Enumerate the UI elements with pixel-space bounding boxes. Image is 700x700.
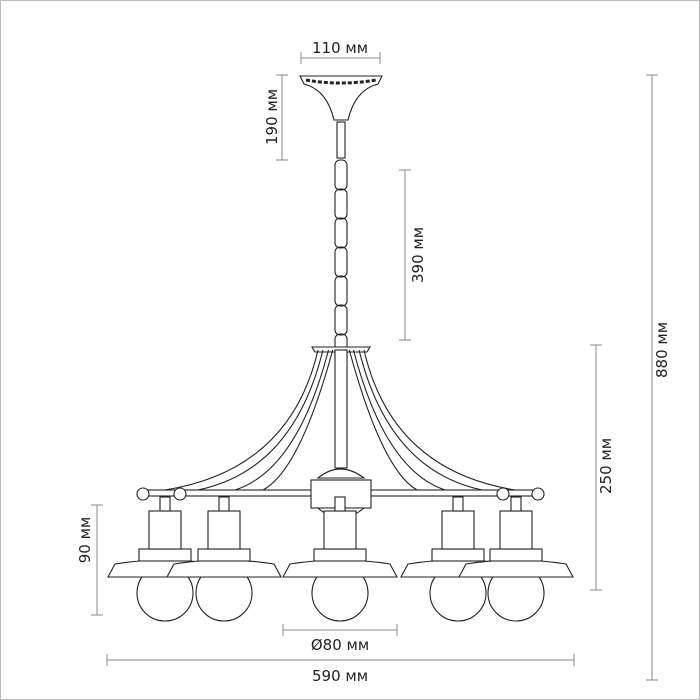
shade — [282, 559, 398, 578]
dim-total-width: 590 мм — [106, 654, 575, 685]
chain-link — [334, 275, 348, 307]
socket-neck — [510, 496, 522, 512]
socket-body — [207, 510, 241, 550]
arm-curve — [164, 349, 319, 491]
socket-base — [138, 548, 192, 562]
arm-curve — [363, 349, 516, 491]
socket-base — [197, 548, 251, 562]
shade — [166, 559, 282, 578]
dim-canopy-height-label: 190 мм — [263, 89, 281, 145]
dim-total-width-label: 590 мм — [312, 667, 368, 685]
lamp — [458, 496, 574, 622]
dim-canopy-width-label: 110 мм — [312, 39, 368, 57]
chandelier-body — [136, 346, 545, 529]
socket-base — [489, 548, 543, 562]
arm-curve — [197, 349, 324, 491]
socket-neck — [159, 496, 171, 512]
lamp — [166, 496, 282, 622]
arm-curve — [262, 349, 334, 491]
arm-curve — [352, 349, 446, 491]
dim-total-height: 880 мм — [646, 74, 671, 681]
chain-link — [334, 304, 348, 336]
dim-globe-diameter: Ø80 мм — [282, 624, 398, 654]
socket-base — [431, 548, 485, 562]
dim-shade-height-label: 90 мм — [76, 517, 94, 564]
socket-body — [499, 510, 533, 550]
socket-base — [313, 548, 367, 562]
chain — [334, 159, 348, 365]
chain-link — [334, 159, 348, 191]
dim-shade-height: 90 мм — [76, 504, 103, 616]
dim-body-height-label: 250 мм — [597, 438, 615, 494]
dim-canopy-height: 190 мм — [263, 74, 288, 161]
socket-body — [323, 510, 357, 550]
lamps — [107, 496, 574, 622]
dim-globe-diameter-label: Ø80 мм — [311, 636, 369, 654]
arm-curve — [358, 349, 483, 491]
socket-body — [441, 510, 475, 550]
lamp — [282, 496, 398, 622]
dim-chain-length: 390 мм — [399, 169, 427, 341]
dim-body-height: 250 мм — [590, 344, 615, 591]
arm-curve — [348, 349, 418, 491]
socket-neck — [452, 496, 464, 512]
socket-neck — [334, 496, 346, 512]
ceiling-canopy — [299, 75, 383, 159]
dim-chain-length-label: 390 мм — [409, 227, 427, 283]
chain-link — [334, 188, 348, 220]
dim-total-height-label: 880 мм — [653, 322, 671, 378]
chain-link — [334, 246, 348, 278]
chain-link — [334, 217, 348, 249]
dim-canopy-width: 110 мм — [300, 39, 381, 64]
shade — [458, 559, 574, 578]
socket-body — [148, 510, 182, 550]
arm-curve — [234, 349, 330, 491]
socket-neck — [218, 496, 230, 512]
